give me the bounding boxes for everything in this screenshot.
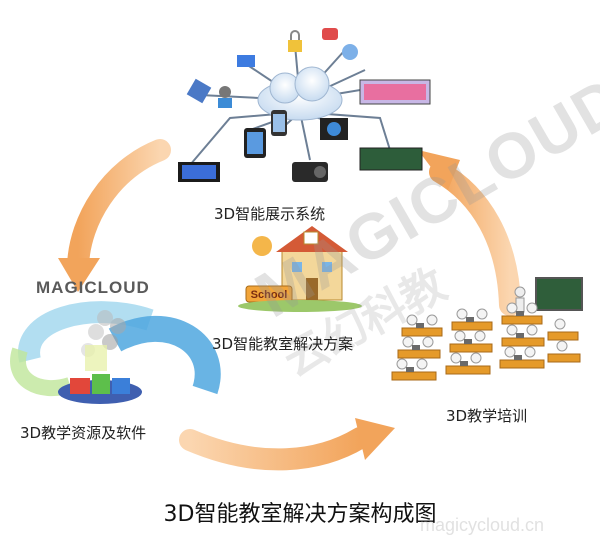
satellite-icon <box>186 78 212 104</box>
school-sign-text: School <box>251 289 288 301</box>
phone-icon <box>271 110 287 136</box>
diagram-title: 3D智能教室解决方案构成图 <box>163 502 437 527</box>
monitor-icon <box>178 162 220 182</box>
display-system-illustration <box>178 28 431 182</box>
desk-monitors <box>406 311 524 372</box>
watermark-url: magicycloud.cn <box>420 515 545 535</box>
blackboard <box>535 277 583 311</box>
resources-illustration <box>10 301 221 404</box>
lock-icon <box>288 30 302 52</box>
cloud-icon <box>257 66 343 121</box>
wide-screen-icon <box>359 79 431 105</box>
tablet-icon <box>244 128 266 158</box>
classroom-illustration <box>391 277 583 381</box>
green-board-icon <box>359 147 423 171</box>
wifi-icon <box>342 44 358 60</box>
label-classroom-solution: 3D智能教室解决方案 <box>212 335 354 353</box>
arrow-top-left <box>67 139 171 276</box>
router-icon <box>237 55 255 67</box>
arrow-right <box>429 161 521 316</box>
brand-logo-text: MAGICLOUD <box>36 278 150 297</box>
arrow-top-left-head <box>58 258 100 292</box>
person-icon <box>218 86 232 108</box>
projector-icon <box>292 162 328 182</box>
cycle-arrows <box>58 139 521 471</box>
school-building-illustration: School <box>238 226 362 312</box>
label-resources-software: 3D教学资源及软件 <box>20 424 147 442</box>
display-monitor-icon <box>320 118 348 140</box>
arrow-right-head <box>418 150 460 190</box>
label-display-system: 3D智能展示系统 <box>214 205 326 223</box>
arrow-bottom <box>179 427 371 471</box>
label-teaching-training: 3D教学培训 <box>446 407 528 425</box>
arrow-bottom-head <box>355 418 395 460</box>
speech-bubble-icon <box>322 28 338 40</box>
desk-rows <box>391 315 581 381</box>
students <box>396 302 568 370</box>
